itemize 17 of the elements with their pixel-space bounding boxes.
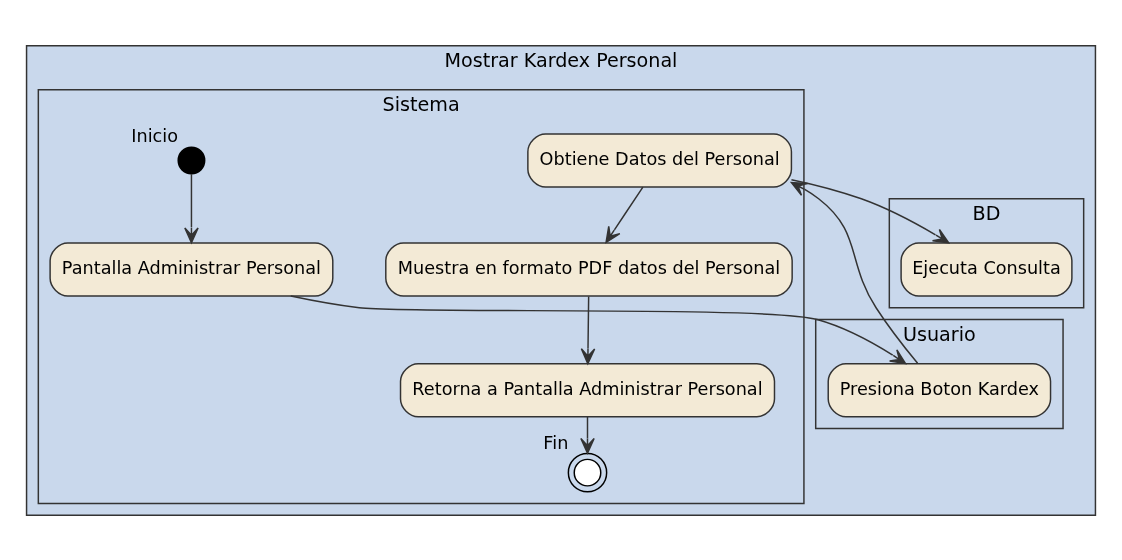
node-box: Pantalla Administrar Personal — [49, 241, 334, 297]
node-circle — [567, 452, 608, 492]
node-box: Muestra en formato PDF datos del Personal — [385, 241, 793, 297]
node-label: Fin — [543, 431, 569, 452]
arrow — [605, 185, 644, 243]
node-box: Retorna a Pantalla Administrar Personal — [399, 362, 776, 417]
node-box: Obtiene Datos del Personal — [527, 132, 793, 188]
arrow — [580, 415, 595, 454]
node-circle — [177, 146, 206, 174]
arrow — [580, 295, 596, 364]
arrow — [790, 181, 919, 364]
node-box: Presiona Boton Kardex — [827, 362, 1052, 417]
node-box: Ejecuta Consulta — [900, 241, 1073, 297]
node-label: Inicio — [131, 125, 178, 146]
arrow — [790, 178, 950, 243]
arrow — [290, 294, 907, 364]
arrow — [184, 172, 199, 243]
